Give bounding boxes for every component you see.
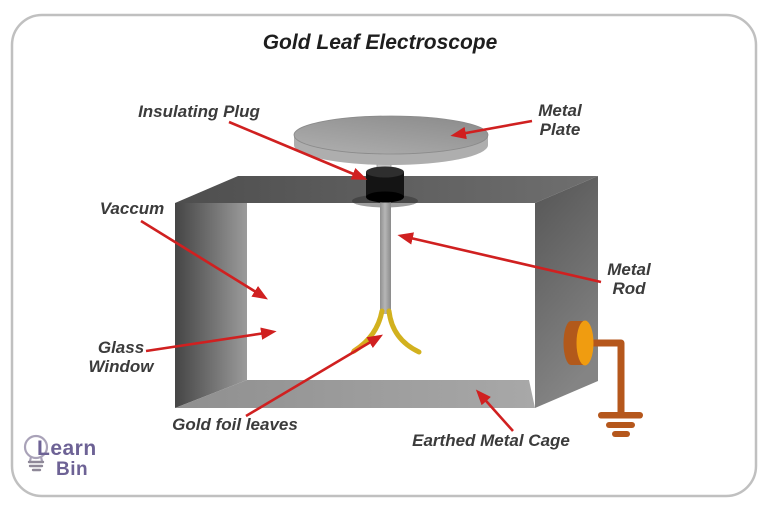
label-gold-foil-leaves: Gold foil leaves [172,415,298,434]
label-metal-plate-line1: Metal [538,101,582,120]
metal-plate [293,115,489,155]
earth-connection [563,320,643,437]
arrow-vaccum [140,219,268,300]
arrow-gold-foil-leaves [245,334,384,418]
arrow-glass-window [145,327,277,353]
ground-symbol-icon [598,412,643,437]
label-metal-plate: Metal Plate [538,101,581,139]
knob-cap [576,320,594,366]
label-metal-rod-line2: Rod [612,279,646,298]
metal-plate-assembly [293,115,489,177]
label-glass-window-line2: Window [88,357,154,376]
label-vaccum: Vaccum [99,199,165,218]
label-earthed-metal-cage: Earthed Metal Cage [412,431,570,450]
label-metal-rod: Metal Rod [607,260,650,298]
logo-bin: Bin [56,459,89,480]
metal-rod [380,194,391,314]
insulating-plug [366,166,404,203]
label-insulating-plug: Insulating Plug [138,102,260,121]
annotation-arrows [140,119,602,432]
arrow-metal-plate [450,119,533,140]
arrow-metal-rod [397,232,602,284]
label-metal-plate-line2: Plate [539,120,581,139]
logo-learn: Learn [37,437,97,460]
label-metal-rod-line1: Metal [607,260,651,279]
gold-leaf-right [386,308,422,355]
label-glass-window: Glass Window [89,338,154,376]
page-title: Gold Leaf Electroscope [262,31,498,54]
cage-left-inner-wall [175,203,247,408]
plug-bottom [366,191,404,203]
cage-floor [175,380,535,408]
earth-wire [585,339,625,412]
plug-top [366,166,404,178]
label-glass-window-line1: Glass [97,338,145,357]
arrow-earthed-metal-cage [475,389,514,432]
arrow-insulating-plug [228,120,368,180]
lightbulb-icon [23,434,49,472]
figure-border [10,13,758,498]
cage-right-face [535,176,598,408]
